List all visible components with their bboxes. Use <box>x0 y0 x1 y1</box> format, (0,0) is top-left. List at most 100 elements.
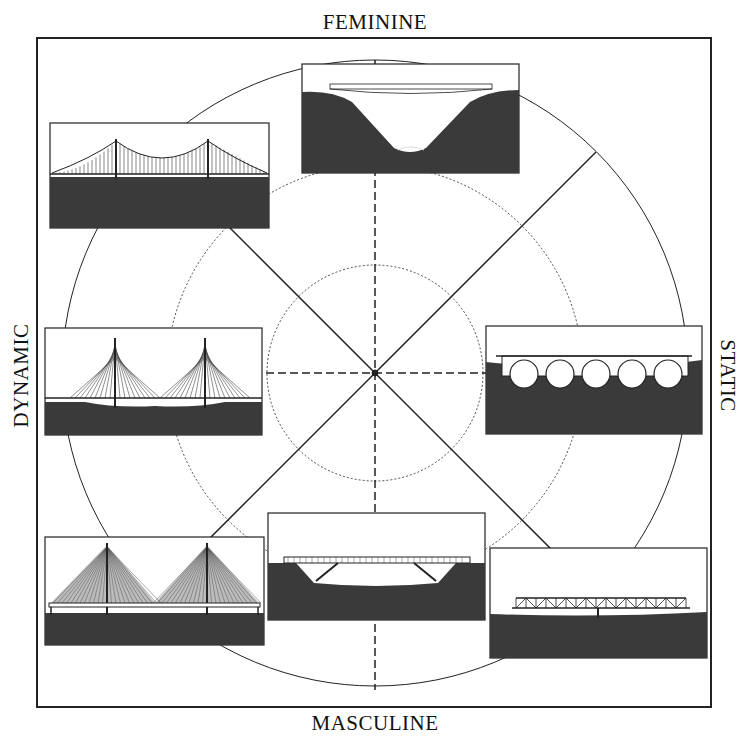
cable-stroke <box>84 165 85 174</box>
cable-stroke <box>107 547 143 603</box>
cable-stroke <box>207 547 234 603</box>
cable-stroke <box>167 547 208 603</box>
cable-stroke <box>115 350 140 398</box>
cable-stroke <box>420 557 421 563</box>
cable-stroke <box>207 547 261 603</box>
cable-stroke <box>171 547 207 603</box>
cable-stroke <box>360 557 361 563</box>
cable-stroke <box>108 148 109 174</box>
cable-stroke <box>204 144 205 174</box>
cable-stroke <box>546 598 556 608</box>
bridge-panel <box>302 64 519 173</box>
cable-stroke <box>205 352 235 398</box>
cable-stroke <box>212 143 213 174</box>
cable-stroke <box>616 598 626 608</box>
cable-stroke <box>576 598 577 608</box>
cable-stroke <box>115 352 145 398</box>
cable-stroke <box>666 598 667 608</box>
cable-stroke <box>456 557 457 563</box>
cable-stroke <box>396 557 397 563</box>
cable-stroke <box>676 598 677 608</box>
cable-stroke <box>107 547 161 603</box>
cable-stroke <box>318 557 319 563</box>
cable-stroke <box>189 547 207 603</box>
cable-stroke <box>390 557 391 563</box>
cable-stroke <box>192 151 193 174</box>
cable-stroke <box>426 557 427 563</box>
cable-stroke <box>172 157 173 174</box>
cable-stroke <box>175 352 205 398</box>
cable-stroke <box>646 598 647 608</box>
cable-stroke <box>402 557 403 563</box>
cable-stroke <box>188 153 189 174</box>
cable-stroke <box>170 354 205 398</box>
cable-stroke <box>586 598 587 608</box>
cable-stroke <box>596 598 606 608</box>
cable-stroke <box>556 598 566 608</box>
cable-stroke <box>180 155 181 174</box>
cable-stroke <box>586 598 596 608</box>
cable-stroke <box>232 154 233 174</box>
frame <box>37 38 711 707</box>
cable-stroke <box>676 598 686 608</box>
center-dot <box>372 370 378 376</box>
chart-grid <box>37 38 711 707</box>
cable-stroke <box>646 598 656 608</box>
cable-stroke <box>378 557 379 563</box>
cable-stroke <box>450 557 451 563</box>
cable-stroke <box>107 547 130 603</box>
bridge-panel <box>45 328 262 435</box>
cable-stroke <box>606 598 607 608</box>
cable-stroke <box>348 557 349 563</box>
cable-stroke <box>120 144 121 174</box>
cable-stroke <box>180 547 207 603</box>
cable-stroke <box>656 598 657 608</box>
cable-stroke <box>526 598 527 608</box>
cable-stroke <box>636 598 646 608</box>
cable-stroke <box>626 598 627 608</box>
cable-stroke <box>184 154 185 174</box>
cable-stroke <box>88 162 89 174</box>
cable-stroke <box>686 598 687 608</box>
cable-stroke <box>90 350 115 398</box>
cable-stroke <box>616 598 617 608</box>
cable-stroke <box>168 158 169 174</box>
cable-stroke <box>164 158 165 174</box>
cable-stroke <box>152 157 153 174</box>
cable-stroke <box>165 356 205 398</box>
cable-stroke <box>656 598 666 608</box>
cable-stroke <box>115 358 160 398</box>
cable-stroke <box>444 557 445 563</box>
cable-stroke <box>626 598 636 608</box>
axis-label: MASCULINE <box>311 713 438 734</box>
cable-stroke <box>207 547 225 603</box>
axis-label: STATIC <box>717 339 738 412</box>
cable-stroke <box>75 356 115 398</box>
cable-stroke <box>196 149 197 174</box>
cable-stroke <box>438 557 439 563</box>
cable-stroke <box>556 598 557 608</box>
cable-stroke <box>354 557 355 563</box>
cable-stroke <box>306 557 307 563</box>
cable-stroke <box>62 547 107 603</box>
cable-stroke <box>566 598 576 608</box>
cable-stroke <box>207 547 230 603</box>
cable-stroke <box>76 168 77 174</box>
cable-stroke <box>96 157 97 174</box>
cable-stroke <box>124 146 125 174</box>
cable-stroke <box>107 547 157 603</box>
cable-stroke <box>576 598 586 608</box>
cable-stroke <box>207 547 243 603</box>
cable-stroke <box>288 557 289 563</box>
cable-stroke <box>207 547 248 603</box>
cable-stroke <box>636 598 637 608</box>
cable-stroke <box>136 153 137 174</box>
cable-stroke <box>546 598 547 608</box>
cable-stroke <box>536 598 546 608</box>
cable-stroke <box>107 547 152 603</box>
cable-stroke <box>162 547 207 603</box>
cable-stroke <box>366 557 367 563</box>
cable-stroke <box>160 358 205 398</box>
cable-stroke <box>140 154 141 174</box>
